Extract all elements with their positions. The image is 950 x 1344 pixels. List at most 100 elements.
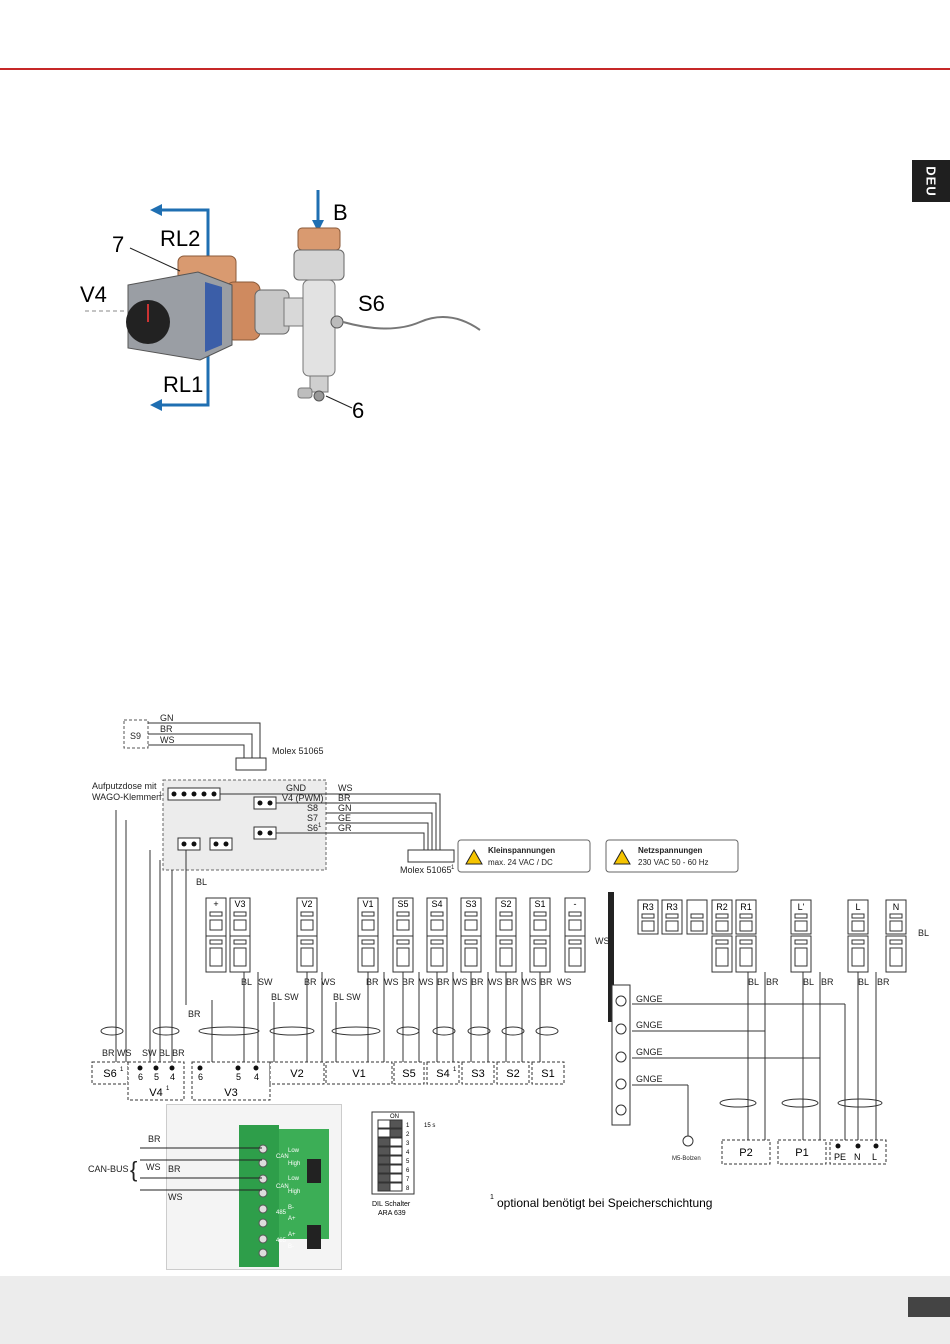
dil-caption-1: DIL Schalter xyxy=(372,1201,411,1208)
low-terminal-lower xyxy=(229,935,251,973)
low-terminal-label: S3 xyxy=(465,899,476,909)
pcb-low-2: Low xyxy=(288,1176,300,1182)
device-label-s6: S6 xyxy=(103,1068,116,1080)
label-v4: V4 xyxy=(80,282,107,307)
bus-color-gr: GR xyxy=(338,823,352,833)
can-bus-label: CAN-BUS xyxy=(88,1164,129,1174)
high-terminal-label: R2 xyxy=(716,902,728,912)
supply-pin: L xyxy=(872,1152,877,1162)
device-label-p2: P2 xyxy=(739,1147,752,1159)
dil-number: 6 xyxy=(406,1168,410,1174)
low-terminal-label: S4 xyxy=(431,899,442,909)
low-terminal-label: - xyxy=(574,899,577,909)
warning-low-title: Kleinspannungen xyxy=(488,846,555,855)
bus-color-ge: GE xyxy=(338,813,351,823)
pcb-drawing xyxy=(239,1125,329,1267)
pcb-485-2: 485 xyxy=(276,1238,287,1244)
high-terminal-upper xyxy=(661,899,683,935)
high-terminal-label: R3 xyxy=(642,902,654,912)
br-small-label: BR xyxy=(188,1009,201,1019)
rl1-flow-arrow xyxy=(160,352,210,407)
device-label-s2: S2 xyxy=(506,1068,519,1080)
high-terminal-upper xyxy=(686,899,708,935)
label-b: B xyxy=(333,200,348,225)
low-terminal-label: V2 xyxy=(301,899,312,909)
bus-s6: S6 xyxy=(307,823,318,833)
low-terminal-lower xyxy=(564,935,586,973)
supply-pin: N xyxy=(854,1152,861,1162)
rl2-flow-arrow xyxy=(160,208,210,258)
aufputz-sup: 1 xyxy=(159,792,163,798)
can-brace: { xyxy=(130,1157,137,1182)
device-box-s5 xyxy=(393,1061,425,1085)
device-label-s1: S1 xyxy=(541,1068,554,1080)
label-7: 7 xyxy=(112,232,124,257)
bus-v4pwm: V4 (PWM) xyxy=(282,793,324,803)
device-box-p1 xyxy=(777,1139,827,1165)
label-rl2: RL2 xyxy=(160,226,200,251)
pcb-high-1: High xyxy=(288,1161,300,1167)
wire-s4-br: BR xyxy=(437,977,450,987)
dil-number: 8 xyxy=(406,1186,410,1192)
warning-low-sub: max. 24 VAC / DC xyxy=(488,858,553,867)
pe-label-2: GNGE xyxy=(636,1020,663,1030)
wire-v2-br: BR xyxy=(304,977,317,987)
s9-wire-br: BR xyxy=(160,724,173,734)
bus-s7: S7 xyxy=(307,813,318,823)
bl-sw-v2: BL SW xyxy=(271,992,299,1002)
device-sup-s6: 1 xyxy=(120,1067,124,1073)
device-box-p2 xyxy=(721,1139,771,1165)
v4-pin: 5 xyxy=(154,1072,159,1082)
ws-right-label: WS xyxy=(595,936,610,946)
s9-wire-ws: WS xyxy=(160,735,175,745)
high-terminal-upper xyxy=(790,899,812,935)
pcb-a-plus-2: A+ xyxy=(288,1232,296,1238)
device-box-s1 xyxy=(531,1061,565,1085)
high-terminal-label: L xyxy=(855,902,860,912)
device-box-v2 xyxy=(269,1061,325,1085)
device-label-v1: V1 xyxy=(352,1068,365,1080)
wire-sw: SW xyxy=(258,977,273,987)
wire-s3-br: BR xyxy=(471,977,484,987)
valve-assembly xyxy=(85,190,481,411)
rl1-arrow-head xyxy=(150,399,162,411)
high-terminal-label: L' xyxy=(798,902,805,912)
wire-s4-ws: WS xyxy=(419,977,434,987)
can-wire-br2: BR xyxy=(168,1164,181,1174)
dil-number: 7 xyxy=(406,1177,410,1183)
low-terminal-label: + xyxy=(213,899,218,909)
v4-cable-colors: SW BL BR xyxy=(142,1048,185,1058)
footnote-text: optional benötigt bei Speicherschichtung xyxy=(497,1196,712,1210)
device-label-s3: S3 xyxy=(471,1068,484,1080)
aufputz-line2: WAGO-Klemmen xyxy=(92,792,161,802)
wire-s5-ws: WS xyxy=(384,977,399,987)
bus-color-gn: GN xyxy=(338,803,352,813)
bus-gnd: GND xyxy=(286,783,307,793)
wire-v2-ws: WS xyxy=(321,977,336,987)
low-terminal-label: V3 xyxy=(234,899,245,909)
low-terminal-label: V1 xyxy=(362,899,373,909)
high-terminal-upper xyxy=(637,899,659,935)
wiring-lines xyxy=(100,810,883,1147)
device-sup-s4: 1 xyxy=(453,1067,457,1073)
label-6: 6 xyxy=(352,398,364,423)
bus-color-ws: WS xyxy=(338,783,353,793)
page-number-box xyxy=(908,1297,950,1317)
pcb-can-1: CAN xyxy=(276,1154,289,1160)
header-rule xyxy=(0,68,950,70)
wire-s1-br: BR xyxy=(540,977,553,987)
dil-15s-label: 15 s xyxy=(424,1123,435,1129)
pe-label-3: GNGE xyxy=(636,1047,663,1057)
device-box-s4 xyxy=(426,1061,460,1085)
pcb-485-1: 485 xyxy=(276,1210,287,1216)
wire-r1-br: BR xyxy=(766,977,779,987)
language-tab[interactable]: DEU xyxy=(912,160,950,202)
rl2-arrow-head xyxy=(150,204,162,216)
dil-number: 3 xyxy=(406,1141,410,1147)
can-wire-ws1: WS xyxy=(146,1162,161,1172)
device-label-p1: P1 xyxy=(795,1147,808,1159)
dil-number: 1 xyxy=(406,1123,410,1129)
